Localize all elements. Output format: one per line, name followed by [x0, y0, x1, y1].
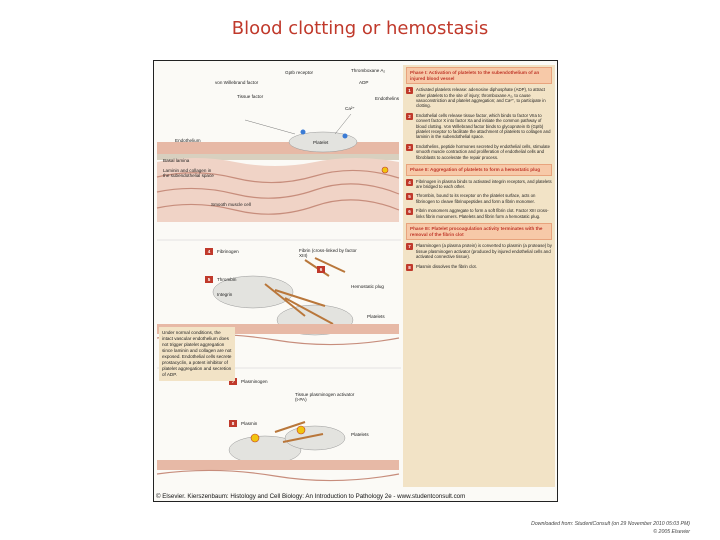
label-plasminogen: Plasminogen [241, 379, 268, 384]
label-von-willebrand: von Willebrand factor [215, 80, 259, 85]
illustration-panel: GpIb receptor Thromboxane A₂ von Willebr… [155, 62, 401, 490]
label-tpa: Tissue plasminogen activator (t-PA) [295, 392, 355, 402]
label-thrombin: Thrombin [217, 277, 237, 282]
hemostasis-figure: GpIb receptor Thromboxane A₂ von Willebr… [153, 60, 558, 502]
label-laminin: Laminin and collagen in the subendotheli… [163, 168, 214, 178]
label-endothelins: Endothelins [375, 96, 400, 101]
label-tissue-factor: Tissue factor [237, 94, 264, 99]
phase-2-title: Phase II: Aggregation of platelets to fo… [406, 164, 552, 176]
step-text: Endothelins, peptide hormones secreted b… [416, 143, 550, 160]
phase-2-step-6: 6 Fibrin monomers aggregate to form a so… [406, 208, 552, 219]
label-fibrin: Fibrin (cross-linked by factor XIII) [299, 248, 357, 258]
step-text: Fibrinogen in plasma binds to activated … [416, 178, 552, 190]
label-thromboxane: Thromboxane A₂ [351, 68, 386, 73]
label-hemostatic-plug: Hemostatic plug [351, 284, 384, 289]
phase-1-step-3: 3 Endothelins, peptide hormones secreted… [406, 143, 552, 160]
label-platelets: Platelets [367, 314, 385, 319]
label-ca2: Ca²⁺ [345, 106, 355, 111]
phase-1-step-1: 1 Activated platelets release: adenosine… [406, 87, 552, 109]
basal-lamina-layer [157, 154, 399, 160]
endothelium-layer [157, 142, 399, 154]
label-gp1b-receptor: GpIb receptor [285, 70, 314, 75]
label-smooth-muscle: Smooth muscle cell [211, 202, 251, 207]
label-basal-lamina: Basal lamina [163, 158, 190, 163]
step-number: 4 [406, 178, 413, 186]
step-text: Plasminogen (a plasma protein) is conver… [416, 243, 552, 260]
step-tag-6: 6 [317, 266, 325, 273]
hemostasis-illustration [156, 113, 401, 482]
step-number: 2 [406, 112, 413, 120]
step-tag-8: 8 [229, 420, 237, 427]
label-endothelium: Endothelium [175, 138, 201, 143]
phase-text-panel: Phase I: Activation of platelets to the … [403, 65, 555, 487]
phase-1-step-2: 2 Endothelial cells release tissue facto… [406, 112, 552, 140]
phase-3-step-7: 7 Plasminogen (a plasma protein) is conv… [406, 243, 552, 259]
figure-caption: © Elsevier. Kierszenbaum: Histology and … [156, 493, 466, 500]
phase-1-title: Phase I: Activation of platelets to the … [406, 67, 552, 85]
step-tag-7: 7 [229, 378, 237, 385]
step-number: 7 [406, 243, 413, 251]
phase-3-step-8: 8 Plasmin dissolves the fibrin clot. [406, 263, 552, 271]
label-plasmin: Plasmin [241, 421, 258, 426]
slide-footer: Downloaded from: StudentConsult (on 29 N… [430, 520, 690, 536]
label-platelet: Platelet [313, 140, 329, 145]
step-text: Plasmin dissolves the fibrin clot. [416, 263, 477, 269]
label-integrin: Integrin [217, 292, 233, 297]
step-text: Thrombin, bound to its receptor on the p… [416, 193, 536, 204]
step-number: 8 [406, 263, 413, 271]
step-number: 6 [406, 208, 413, 216]
step-tag-5: 5 [205, 276, 213, 283]
phase-3-title: Phase III: Platelet procoagulation activ… [406, 223, 552, 241]
step-number: 5 [406, 193, 413, 201]
step-text: Endothelial cells release tissue factor,… [416, 112, 551, 140]
platelet-shape [288, 131, 358, 153]
step-text: Activated platelets release: adenosine d… [416, 87, 546, 109]
step-text: Fibrin monomers aggregate to form a soft… [416, 208, 549, 219]
phase-2-step-5: 5 Thrombin, bound to its receptor on the… [406, 193, 552, 204]
slide-title: Blood clotting or hemostasis [231, 18, 489, 39]
phase-2-step-4: 4 Fibrinogen in plasma binds to activate… [406, 178, 552, 190]
label-fibrinogen: Fibrinogen [217, 249, 239, 254]
step-number: 3 [406, 143, 413, 151]
label-platelets-2: Platelets [351, 432, 369, 437]
step-tag-4: 4 [205, 248, 213, 255]
endothelium-note: Under normal conditions, the intact vasc… [159, 327, 235, 381]
step-number: 1 [406, 87, 413, 95]
footer-copyright-line: © 2005 Elsevier [653, 529, 690, 535]
footer-download-line: Downloaded from: StudentConsult (on 29 N… [531, 521, 690, 527]
label-adp: ADP [359, 80, 369, 85]
